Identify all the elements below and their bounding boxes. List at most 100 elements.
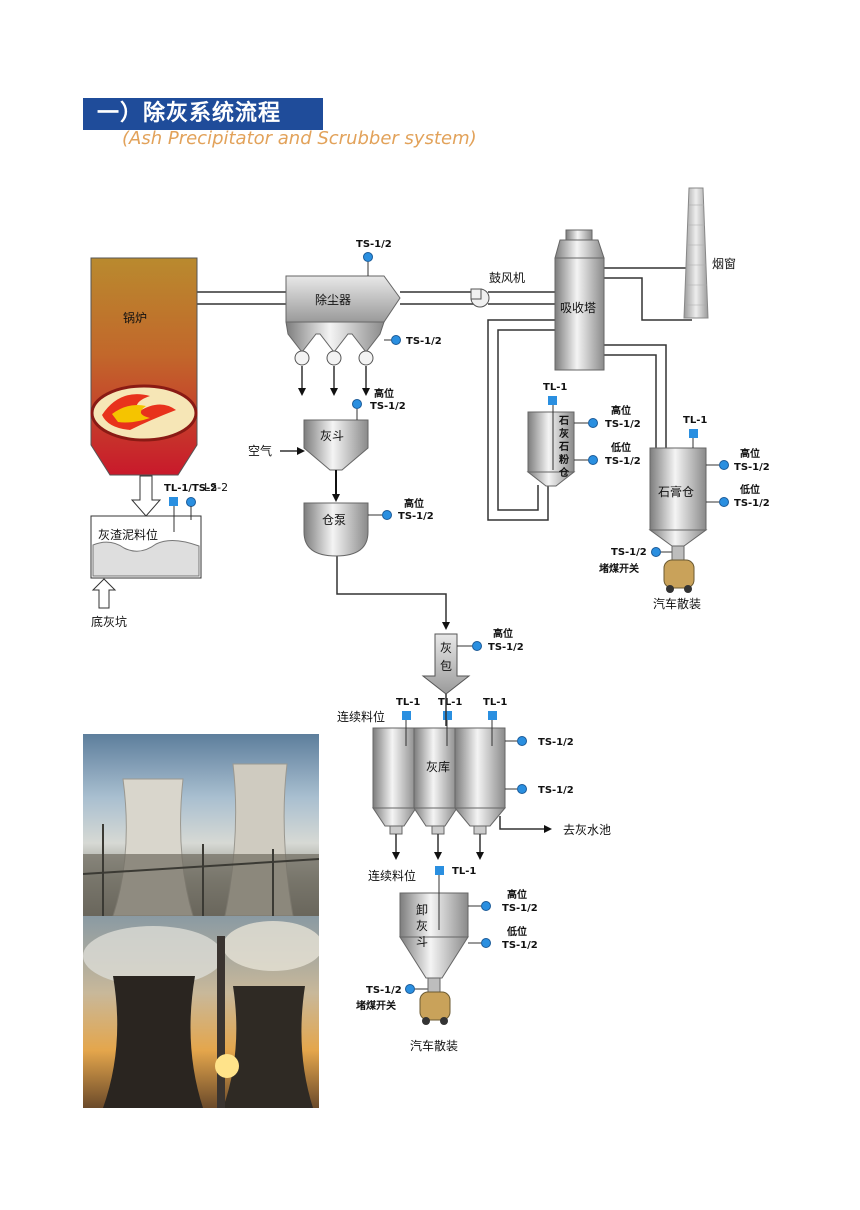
tl-sensor-icon — [548, 396, 557, 405]
ash-bag-char-2: 包 — [440, 659, 452, 673]
truck-top-label: 汽车散装 — [653, 596, 701, 611]
unload-low-label: 低位 — [506, 925, 527, 938]
ts-sensor-icon — [363, 252, 373, 262]
precip-top-ts-label: TS-1/2 — [356, 239, 392, 250]
chimney: 烟窗 — [683, 187, 736, 319]
ash-hopper-label: 灰斗 — [320, 429, 344, 443]
ash-bag: 灰 包 高位 TS-1/2 — [421, 627, 524, 695]
gypsum-blockage-label: 堵煤开关 — [599, 562, 639, 575]
cooling-towers-day-photo — [83, 734, 319, 916]
ts-sensor-icon — [517, 736, 527, 746]
silo-pump-label: 仓泵 — [322, 513, 346, 527]
boiler-sensor-label: TL-1/TS-2 — [164, 483, 217, 494]
ts-sensor-icon — [517, 784, 527, 794]
to-ash-pool-label: 去灰水池 — [563, 823, 611, 837]
precip-side-ts-label: TS-1/2 — [406, 336, 442, 347]
truck-bottom-label: 汽车散装 — [410, 1038, 458, 1053]
ts-sensor-icon — [481, 901, 491, 911]
ts-sensor-icon — [352, 399, 362, 409]
tl-sensor-icon — [169, 497, 178, 506]
unload-blockage-label: 堵煤开关 — [356, 999, 396, 1012]
tl-sensor-icon — [488, 711, 497, 720]
boiler: 锅炉 — [90, 257, 198, 476]
blower: 鼓风机 — [470, 271, 525, 308]
limestone-low-ts-label: TS-1/2 — [605, 456, 641, 467]
absorber-label: 吸收塔 — [560, 301, 596, 315]
precipitator: 除尘器 TS-1/2 TS-1/2 — [285, 239, 442, 366]
pump-high-label: 高位 — [404, 497, 424, 510]
ts-sensor-icon — [719, 497, 729, 507]
ts-sensor-icon — [405, 984, 415, 994]
tl-sensor-icon — [689, 429, 698, 438]
hollow-up-arrow-icon — [91, 578, 117, 609]
ts-sensor-icon — [588, 418, 598, 428]
silo-pump: 仓泵 高位 TS-1/2 — [303, 497, 434, 557]
section-subtitle: (Ash Precipitator and Scrubber system) — [122, 128, 477, 149]
ash-storage-silos: 灰库 TL-1 TL-1 TL-1 连续料位 TS-1/2 TS-1/2 — [337, 697, 574, 835]
gypsum-ts-label: TS-1/2 — [611, 547, 647, 558]
gypsum-tl-label: TL-1 — [683, 415, 707, 426]
truck-bottom: 汽车散装 — [410, 977, 458, 1053]
ash-hopper: 灰斗 高位 TS-1/2 空气 — [248, 387, 406, 502]
tl-sensor-icon — [443, 711, 452, 720]
hollow-down-arrow-icon — [130, 475, 162, 517]
blower-label: 鼓风机 — [489, 271, 525, 285]
storage-ts-lower-label: TS-1/2 — [538, 785, 574, 796]
limestone-high-label: 高位 — [611, 404, 631, 417]
unload-continuous-label: 连续料位 — [368, 868, 416, 883]
storage-continuous-label: 连续料位 — [337, 709, 385, 724]
section-title: 一）除灰系统流程 — [83, 98, 323, 130]
hopper-high-label: 高位 — [374, 387, 394, 400]
flue-gas-ducts — [197, 267, 699, 630]
ts-sensor-icon — [382, 510, 392, 520]
gypsum-high-label: 高位 — [740, 447, 760, 460]
svg-text:石 灰 石 粉: 石 灰 石 粉 仓 — [558, 415, 572, 479]
truck-icon — [663, 559, 695, 589]
unload-low-ts-label: TS-1/2 — [502, 940, 538, 951]
ts-sensor-icon — [719, 460, 729, 470]
ts-sensor-icon — [588, 455, 598, 465]
air-label: 空气 — [248, 443, 272, 458]
unload-high-ts-label: TS-1/2 — [502, 903, 538, 914]
boiler-label: 锅炉 — [123, 310, 147, 325]
chimney-label: 烟窗 — [712, 257, 736, 271]
limestone-tl-label: TL-1 — [543, 382, 567, 393]
storage-tl-3-label: TL-1 — [483, 697, 507, 708]
slag-level-tank: 灰渣泥料位 TL-1/TS-2 LS-2 — [90, 481, 228, 579]
bottom-ash-pit-label: 底灰坑 — [91, 614, 127, 629]
slag-tank-label: 灰渣泥料位 — [98, 527, 158, 542]
ts-sensor-icon — [391, 335, 401, 345]
ts-sensor-icon — [481, 938, 491, 948]
absorber-tower: 吸收塔 — [554, 229, 605, 371]
ts-sensor-icon — [651, 547, 661, 557]
unload-tl-label: TL-1 — [452, 866, 476, 877]
limestone-low-label: 低位 — [610, 441, 631, 454]
limestone-silo: 石 灰 石 粉 仓 TL-1 高位 TS-1/2 低位 TS-1/2 — [526, 382, 641, 487]
gypsum-low-ts-label: TS-1/2 — [734, 498, 770, 509]
unload-hopper: 卸 灰 斗 TL-1 连续料位 高位 TS-1/2 低位 TS-1/2 TS-1… — [356, 866, 538, 1012]
truck-top: 汽车散装 — [653, 545, 701, 611]
unload-ts-label: TS-1/2 — [366, 985, 402, 996]
pump-ts-label: TS-1/2 — [398, 511, 434, 522]
truck-icon — [419, 991, 451, 1021]
ashbag-high-label: 高位 — [493, 627, 513, 640]
tl-sensor-icon — [402, 711, 411, 720]
ash-storage-label: 灰库 — [426, 759, 450, 774]
svg-text:卸 灰 斗: 卸 灰 斗 — [416, 902, 432, 949]
hopper-ts-label: TS-1/2 — [370, 401, 406, 412]
limestone-char-1: 石 — [558, 415, 569, 427]
ts-sensor-icon — [472, 641, 482, 651]
unload-high-label: 高位 — [507, 888, 527, 901]
gypsum-silo-label: 石膏仓 — [658, 484, 694, 499]
cooling-towers-sunset-photo — [83, 916, 319, 1108]
ts-sensor-icon — [186, 497, 196, 507]
storage-tl-1-label: TL-1 — [396, 697, 420, 708]
gypsum-low-label: 低位 — [739, 483, 760, 496]
gypsum-high-ts-label: TS-1/2 — [734, 462, 770, 473]
precipitator-label: 除尘器 — [315, 292, 351, 307]
storage-tl-2-label: TL-1 — [438, 697, 462, 708]
boiler-sensor-ls-label: LS-2 — [204, 481, 228, 494]
ash-bag-char-1: 灰 — [440, 641, 452, 655]
storage-ts-upper-label: TS-1/2 — [538, 737, 574, 748]
limestone-high-ts-label: TS-1/2 — [605, 419, 641, 430]
